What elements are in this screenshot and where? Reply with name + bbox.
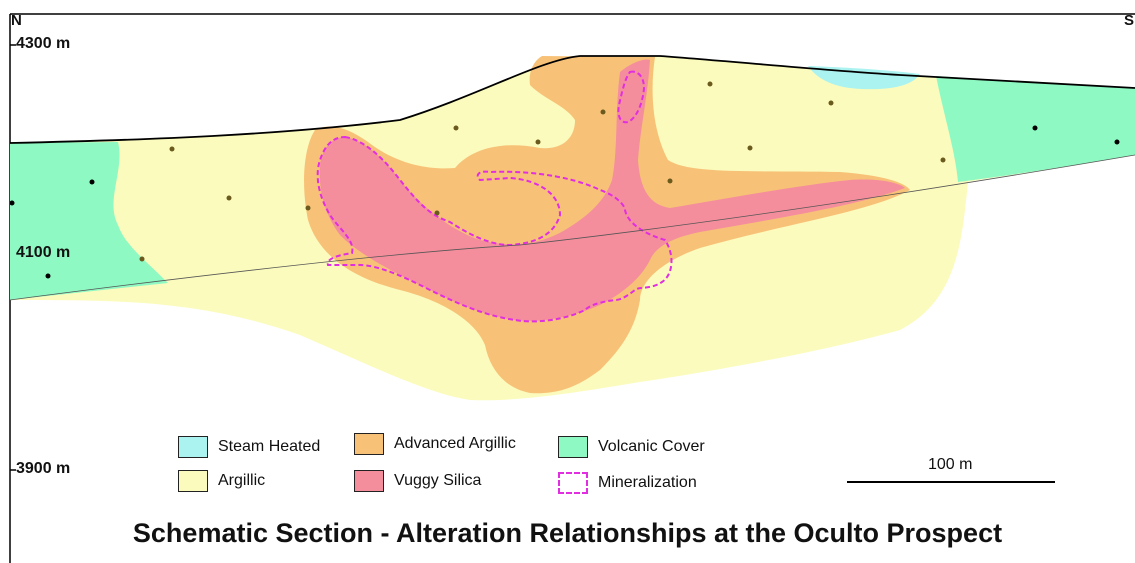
- north-label: N: [11, 12, 22, 29]
- legend-swatch: [354, 433, 384, 455]
- legend-label: Steam Heated: [218, 438, 320, 456]
- legend-label: Advanced Argillic: [394, 435, 516, 453]
- legend-item-steam-heated: Steam Heated: [178, 436, 320, 458]
- legend-swatch: [558, 436, 588, 458]
- sample-point: [10, 201, 15, 206]
- legend-swatch: [178, 436, 208, 458]
- sample-point: [668, 179, 673, 184]
- legend-swatch: [558, 472, 588, 494]
- legend-item-advanced-argillic: Advanced Argillic: [354, 433, 516, 455]
- elevation-label-3900: 3900 m: [16, 460, 70, 478]
- sample-point: [140, 257, 145, 262]
- sample-point: [536, 140, 541, 145]
- sample-point: [601, 110, 606, 115]
- sample-point: [170, 147, 175, 152]
- sample-point: [1033, 126, 1038, 131]
- legend-swatch: [354, 470, 384, 492]
- legend-item-vuggy-silica: Vuggy Silica: [354, 470, 481, 492]
- sample-point: [1115, 140, 1120, 145]
- legend-item-volcanic-cover: Volcanic Cover: [558, 436, 705, 458]
- legend-label: Mineralization: [598, 474, 697, 492]
- legend-swatch: [178, 470, 208, 492]
- south-label: S: [1124, 12, 1134, 29]
- elevation-label-4300: 4300 m: [16, 35, 70, 53]
- sample-point: [306, 206, 311, 211]
- sample-point: [227, 196, 232, 201]
- legend-label: Volcanic Cover: [598, 438, 705, 456]
- legend-label: Vuggy Silica: [394, 472, 481, 490]
- scale-bar-label: 100 m: [928, 456, 972, 474]
- legend-item-argillic: Argillic: [178, 470, 265, 492]
- sample-point: [708, 82, 713, 87]
- sample-point: [829, 101, 834, 106]
- diagram-title: Schematic Section - Alteration Relations…: [0, 518, 1135, 549]
- sample-point: [46, 274, 51, 279]
- legend-label: Argillic: [218, 472, 265, 490]
- sample-point: [435, 211, 440, 216]
- sample-point: [90, 180, 95, 185]
- sample-point: [941, 158, 946, 163]
- elevation-label-4100: 4100 m: [16, 244, 70, 262]
- legend-item-mineralization: Mineralization: [558, 472, 697, 494]
- sample-point: [454, 126, 459, 131]
- sample-point: [748, 146, 753, 151]
